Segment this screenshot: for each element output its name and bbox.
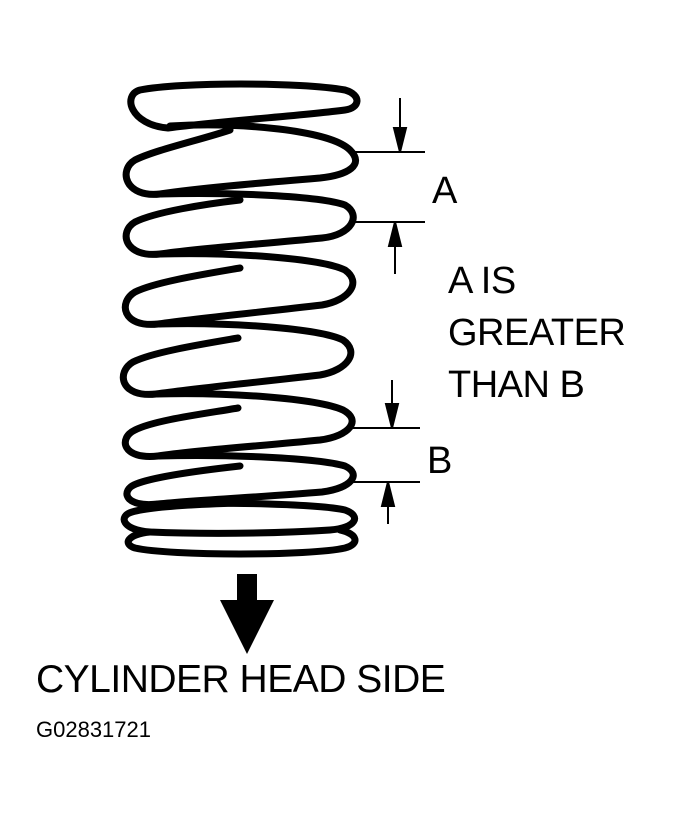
spring-base-coil <box>124 526 359 558</box>
spring-coil-4 <box>119 320 355 398</box>
spring-coil-2 <box>122 190 357 258</box>
direction-caption: CYLINDER HEAD SIDE <box>36 658 446 701</box>
comparison-note: A IS GREATER THAN B <box>448 255 626 411</box>
spring-coil-3 <box>121 250 357 328</box>
comparison-note-line-3: THAN B <box>448 364 585 406</box>
dimension-a-label: A <box>432 170 457 212</box>
spring-coil-5 <box>121 390 356 460</box>
spring-top-loop <box>127 80 361 132</box>
comparison-note-line-2: GREATER <box>448 312 626 354</box>
coil-spring-icon <box>119 80 361 558</box>
dimension-b <box>350 380 420 524</box>
dimension-a <box>350 98 425 274</box>
dimension-a-upper-arrowhead <box>392 127 408 153</box>
arrow-down-icon <box>220 574 274 654</box>
dimension-a-lower-arrowhead <box>387 221 403 247</box>
dimension-b-lower-arrowhead <box>380 481 396 507</box>
spring-coil-1 <box>122 121 359 198</box>
spring-bottom-coil <box>120 499 359 537</box>
spring-coil-6 <box>123 452 357 509</box>
comparison-note-line-1: A IS <box>448 260 516 302</box>
figure-id: G02831721 <box>36 717 151 742</box>
dimension-b-upper-arrowhead <box>384 403 400 429</box>
dimension-b-label: B <box>427 440 452 482</box>
